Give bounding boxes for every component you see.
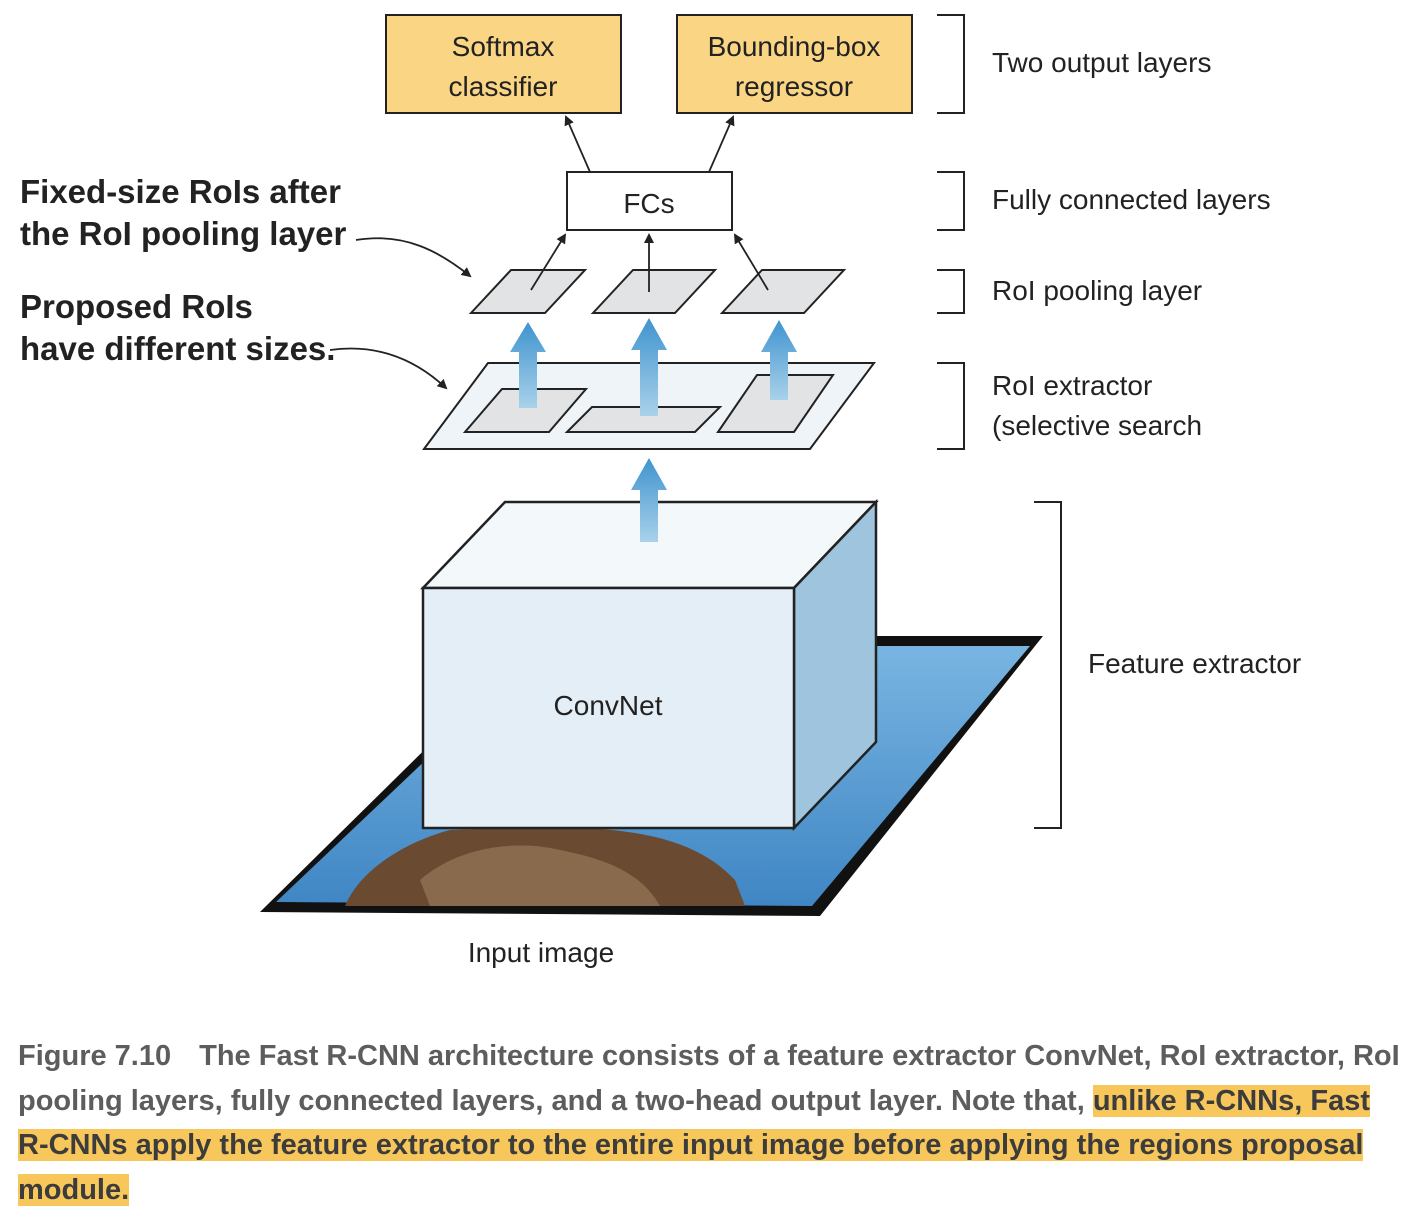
convnet-cube — [420, 498, 879, 832]
bbox-label-line1: Bounding-box — [708, 31, 881, 62]
bbox-regressor-box — [676, 14, 913, 114]
fcs-box — [566, 171, 733, 231]
fixed-size-annotation-line2: the RoI pooling layer — [20, 215, 347, 252]
roi-extractor-label-line1: RoI extractor — [992, 370, 1152, 401]
bbox-label-line2: regressor — [735, 71, 853, 102]
proposed-annotation-line2: have different sizes. — [20, 330, 335, 367]
feature-extractor-label: Feature extractor — [1088, 648, 1301, 679]
flow-arrow-convnet — [631, 458, 667, 542]
roi-pooling-label: RoI pooling layer — [992, 275, 1202, 306]
softmax-label-line1: Softmax — [452, 31, 555, 62]
arrows-pool-to-fc — [530, 233, 769, 292]
softmax-classifier-box — [385, 14, 622, 114]
flow-arrows-roi — [510, 318, 797, 416]
proposed-pointer — [329, 347, 448, 390]
roi-extractor-label-line2: (selective search — [992, 410, 1202, 441]
proposed-annotation-line1: Proposed RoIs — [20, 288, 253, 325]
fixed-size-pointer — [355, 237, 472, 278]
side-brackets — [937, 14, 1062, 829]
two-output-layers-label: Two output layers — [992, 47, 1211, 78]
fast-rcnn-diagram: Input image ConvNet FCs — [20, 14, 1301, 968]
fixed-size-annotation-line1: Fixed-size RoIs after — [20, 173, 341, 210]
fully-connected-label: Fully connected layers — [992, 184, 1271, 215]
softmax-label-line2: classifier — [449, 71, 558, 102]
convnet-label: ConvNet — [554, 690, 663, 721]
caption-text: The Fast R-CNN architecture consists of … — [18, 1040, 1400, 1117]
roi-pooling-tiles — [468, 269, 847, 314]
figure-number: Figure 7.10 — [18, 1040, 172, 1072]
fcs-label: FCs — [623, 188, 674, 219]
arrows-fc-to-outputs — [564, 115, 735, 173]
input-image-label: Input image — [468, 937, 614, 968]
